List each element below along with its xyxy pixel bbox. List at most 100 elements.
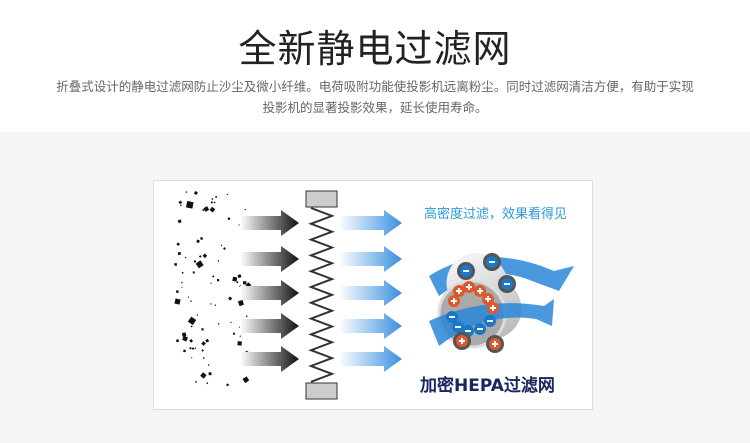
dust-particle xyxy=(216,278,220,282)
dust-particle xyxy=(226,193,229,196)
air-arrow xyxy=(339,280,402,306)
dust-particle xyxy=(215,195,218,198)
description-line: 折叠式设计的静电过滤网防止沙尘及微小纤维。电荷吸附功能使投影机远离粉尘。同时过滤… xyxy=(56,79,694,94)
dust-particle xyxy=(192,271,195,274)
dust-particle xyxy=(238,224,240,226)
dust-particle xyxy=(210,201,213,204)
description-line: 投影机的显著投影效果，延长使用寿命。 xyxy=(262,100,488,115)
dust-particle xyxy=(237,341,242,346)
dust-particle xyxy=(177,252,181,255)
hepa-filter-graphic xyxy=(429,253,574,353)
dust-particle xyxy=(210,282,212,284)
dust-particle xyxy=(223,247,226,250)
dust-particle xyxy=(201,328,204,331)
dust-particle xyxy=(181,286,183,288)
dust-particle xyxy=(196,314,199,316)
dust-arrow xyxy=(240,210,299,236)
dust-particle xyxy=(181,271,184,274)
dust-particle xyxy=(187,296,190,298)
dust-particle xyxy=(174,262,178,266)
dust-particle xyxy=(182,335,189,342)
dust-particle xyxy=(176,242,181,247)
dust-arrows xyxy=(240,210,299,372)
dust-particle xyxy=(207,364,210,366)
dust-particle xyxy=(208,372,212,376)
air-arrow xyxy=(339,313,402,339)
dust-particle xyxy=(201,349,204,352)
dust-particle xyxy=(190,325,193,328)
negative-charge-icon xyxy=(457,262,475,280)
dust-particle xyxy=(189,347,192,350)
positive-charge-icon xyxy=(453,332,471,350)
page-title: 全新静电过滤网 xyxy=(238,27,512,71)
dust-particle xyxy=(212,275,215,278)
dust-particle xyxy=(195,380,198,383)
air-arrow xyxy=(339,210,402,236)
dust-particle xyxy=(238,300,244,306)
dust-arrow xyxy=(240,246,299,272)
clean-air-arrows xyxy=(339,210,402,372)
dust-arrow xyxy=(240,280,299,306)
negative-charge-icon xyxy=(483,253,501,271)
filter-illustration: 高密度过滤，效果看得见 加密HEPA过滤网 xyxy=(153,180,593,410)
dust-particle xyxy=(213,201,216,204)
dust-particle xyxy=(232,276,238,282)
positive-charge-icon xyxy=(486,335,504,353)
dust-particle xyxy=(180,281,183,284)
positive-charge-icon xyxy=(474,285,486,297)
dust-particle xyxy=(217,260,220,262)
dust-particle xyxy=(242,376,250,384)
dust-particle xyxy=(191,347,195,350)
dust-particle xyxy=(242,280,247,285)
positive-charge-icon xyxy=(463,281,475,293)
dust-particle xyxy=(210,303,212,305)
dust-particle xyxy=(177,219,182,224)
dust-particle xyxy=(184,256,187,259)
dust-particle xyxy=(195,260,204,269)
dust-particle xyxy=(183,349,186,353)
negative-charge-icon xyxy=(452,321,464,333)
dust-particle xyxy=(217,323,220,325)
positive-charge-icon xyxy=(487,302,499,314)
dust-particle xyxy=(226,383,230,387)
negative-charge-icon xyxy=(484,315,496,327)
dust-particle xyxy=(209,206,216,213)
dust-particle xyxy=(181,332,187,337)
air-arrow xyxy=(339,346,402,372)
dust-particle xyxy=(236,281,239,284)
dust-particle xyxy=(185,201,194,209)
description: 折叠式设计的静电过滤网防止沙尘及微小纤维。电荷吸附功能使投影机远离粉尘。同时过滤… xyxy=(20,76,730,118)
negative-charge-icon xyxy=(446,311,458,323)
header-section: 全新静电过滤网 折叠式设计的静电过滤网防止沙尘及微小纤维。电荷吸附功能使投影机远… xyxy=(0,0,750,132)
dust-particle xyxy=(232,332,236,335)
dust-particle xyxy=(190,300,192,303)
dust-particle xyxy=(200,237,204,240)
dust-particle xyxy=(193,191,198,196)
negative-charge-icon xyxy=(498,275,516,293)
air-arrow xyxy=(339,246,402,272)
dust-particle xyxy=(239,335,242,337)
dust-particle xyxy=(206,382,209,385)
dust-particle xyxy=(230,321,232,324)
dust-particle xyxy=(180,204,182,207)
dust-particle xyxy=(191,357,193,359)
dust-arrow xyxy=(240,346,299,372)
caption-top: 高密度过滤，效果看得见 xyxy=(424,207,568,222)
dust-particle xyxy=(187,316,197,325)
dust-particle xyxy=(201,341,206,346)
dust-particle xyxy=(237,274,242,279)
dust-particle xyxy=(193,260,197,263)
dust-particle xyxy=(211,198,214,200)
dust-particle xyxy=(196,239,200,244)
dust-particle xyxy=(198,255,202,258)
dust-particle xyxy=(194,347,197,350)
filter-pleats xyxy=(308,207,335,383)
dust-particle xyxy=(176,290,179,293)
filter-diagram xyxy=(174,190,574,400)
dust-particle xyxy=(228,296,233,301)
dust-particle xyxy=(202,209,205,211)
filter-cap-bottom xyxy=(305,382,338,400)
dust-particle xyxy=(185,191,188,194)
dust-particle xyxy=(246,315,248,317)
dust-particle xyxy=(178,200,183,205)
